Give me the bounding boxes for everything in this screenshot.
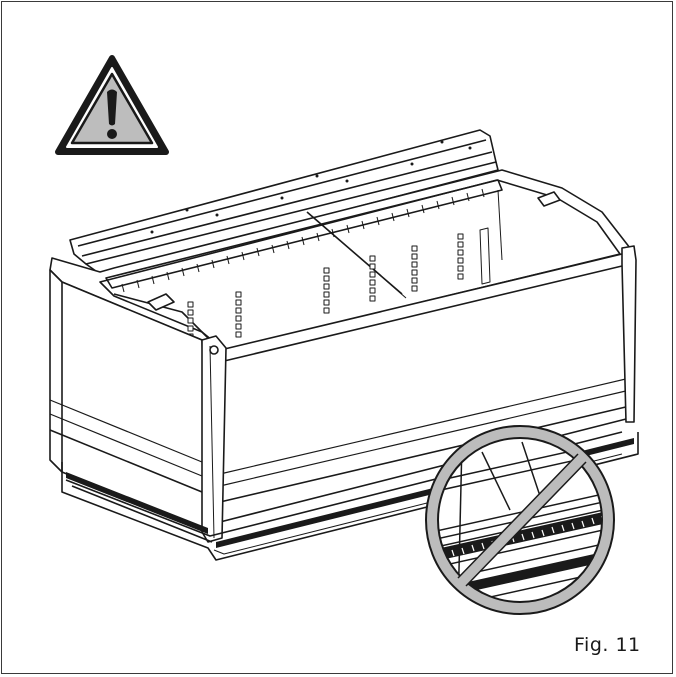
prohibition-icon bbox=[425, 425, 615, 615]
warning-icon bbox=[55, 55, 169, 155]
display-case-illustration bbox=[49, 129, 639, 561]
figure-caption: Fig. 11 bbox=[574, 634, 641, 656]
